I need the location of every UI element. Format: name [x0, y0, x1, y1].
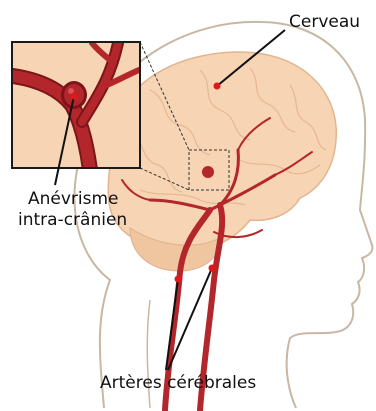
label-brain: Cerveau	[289, 12, 360, 32]
marker-artery-right	[209, 265, 216, 272]
label-aneurysm-line1: Anévrisme	[28, 189, 119, 209]
aneurysm-inset	[12, 42, 140, 170]
marker-brain	[214, 83, 221, 90]
marker-aneurysm	[71, 93, 78, 100]
label-aneurysm-line2: intra-crânien	[18, 210, 127, 230]
marker-artery-left	[175, 276, 182, 283]
label-arteries: Artères cérébrales	[100, 373, 256, 393]
aneurysm-small	[202, 166, 214, 178]
